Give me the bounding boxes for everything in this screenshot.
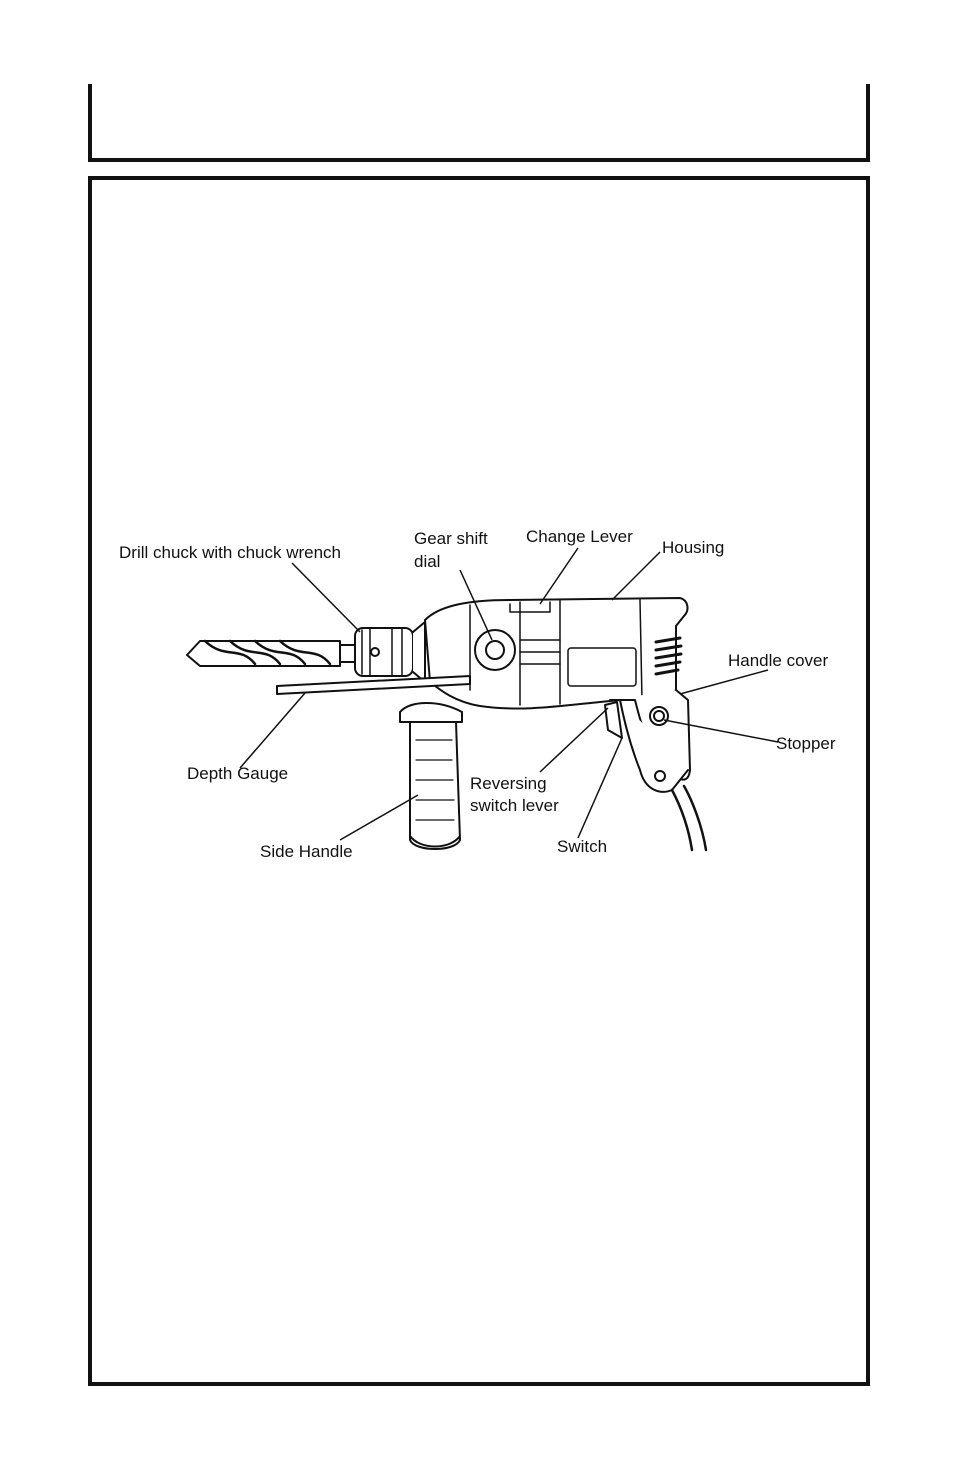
label-side-handle: Side Handle	[260, 842, 353, 861]
leader-depth-gauge	[239, 692, 306, 769]
leader-handle-cover	[679, 669, 769, 695]
depth-gauge-rod	[276, 675, 471, 695]
leader-drill-chuck	[291, 562, 361, 633]
leader-lines	[239, 547, 779, 841]
label-change-lever: Change Lever	[526, 527, 633, 546]
leader-gear-shift	[459, 569, 493, 641]
body-housing	[424, 597, 689, 710]
label-gear-shift-line1: Gear shift	[414, 529, 488, 548]
leader-stopper	[663, 719, 779, 743]
drill-illustration	[186, 597, 708, 852]
label-depth-gauge: Depth Gauge	[187, 764, 288, 783]
leader-side-handle	[339, 794, 419, 841]
header-frame	[88, 84, 870, 162]
content-frame	[88, 176, 870, 1386]
chuck	[354, 621, 426, 683]
label-handle-cover: Handle cover	[728, 651, 829, 670]
pistol-grip	[604, 689, 708, 852]
label-stopper: Stopper	[776, 734, 836, 753]
side-handle	[399, 702, 463, 850]
leader-change-lever	[539, 547, 579, 605]
leader-reversing	[539, 707, 609, 773]
label-drill-chuck: Drill chuck with chuck wrench	[119, 543, 341, 562]
label-reversing-line2: switch lever	[470, 796, 559, 815]
labels: Drill chuck with chuck wrench Gear shift…	[119, 527, 836, 861]
label-gear-shift-line2: dial	[414, 552, 440, 571]
label-switch: Switch	[557, 837, 607, 856]
label-reversing-line1: Reversing	[470, 774, 547, 793]
drill-bit	[186, 639, 356, 667]
leader-housing	[611, 551, 661, 601]
label-housing: Housing	[662, 538, 724, 557]
leader-switch	[577, 737, 623, 839]
